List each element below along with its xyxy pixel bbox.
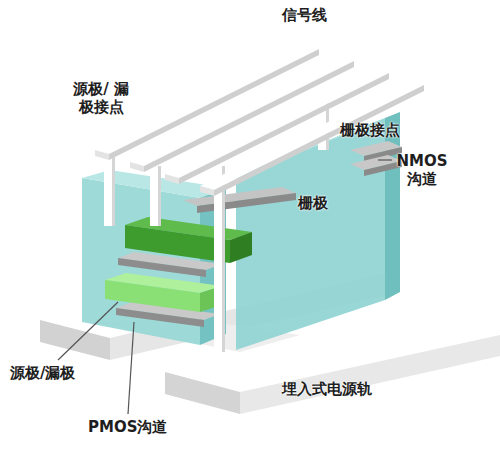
leader-line bbox=[378, 159, 392, 160]
part-label: PMOS沟道 bbox=[88, 418, 167, 436]
post-side bbox=[112, 156, 115, 226]
part-label: 信号线 bbox=[282, 6, 327, 24]
line-end bbox=[200, 186, 214, 196]
channel-plate bbox=[197, 193, 296, 213]
line-top bbox=[200, 81, 424, 190]
line-end bbox=[95, 150, 109, 160]
post bbox=[150, 166, 158, 226]
part-label: NMOS 沟道 bbox=[396, 152, 448, 188]
channel-plate bbox=[364, 161, 402, 176]
signal-line bbox=[95, 45, 424, 196]
line-end bbox=[130, 162, 144, 172]
line-side bbox=[214, 85, 424, 196]
post bbox=[104, 156, 112, 226]
channel-plate bbox=[116, 308, 204, 327]
part-label: 埋入式电源轨 bbox=[282, 380, 372, 398]
leader-line bbox=[128, 322, 134, 414]
post-side bbox=[222, 166, 225, 352]
leader-line bbox=[58, 160, 392, 414]
gate-wall-side bbox=[385, 112, 400, 300]
part-label: 源极/ 漏极接点 bbox=[66, 80, 136, 116]
rail-side bbox=[40, 320, 110, 360]
part-label: 栅极接点 bbox=[340, 121, 400, 139]
leader-line bbox=[58, 302, 118, 360]
part-label: 源极/漏极 bbox=[10, 364, 75, 382]
line-side bbox=[144, 61, 354, 172]
block-side bbox=[230, 232, 252, 263]
part-label: 栅极 bbox=[298, 194, 328, 212]
source-drain-block bbox=[105, 273, 222, 312]
rail-side bbox=[165, 372, 240, 414]
post-side bbox=[158, 166, 161, 226]
rail-front bbox=[240, 335, 500, 414]
line-end bbox=[165, 174, 179, 184]
block-front bbox=[105, 280, 200, 312]
